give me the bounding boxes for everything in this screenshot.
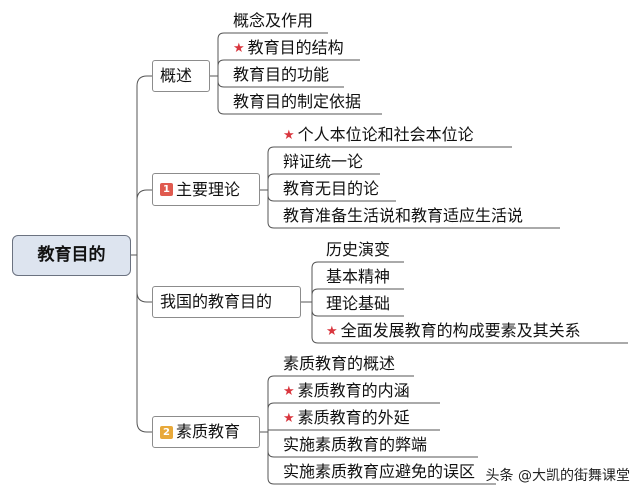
branch-2-leaf-0-underline xyxy=(311,261,404,269)
leaf-individual-social-theory[interactable]: ★个人本位论和社会本位论 xyxy=(283,125,474,144)
leaf-preparation-adaptation[interactable]: 教育准备生活说和教育适应生活说 xyxy=(283,206,524,225)
leaf-concept-and-role[interactable]: 概念及作用 xyxy=(233,11,314,30)
branch-node-overview[interactable]: 概述 xyxy=(152,60,210,92)
star-icon: ★ xyxy=(233,41,245,56)
trunk-to-branch-0 xyxy=(136,75,152,255)
branch-3-leaf-1-underline xyxy=(267,402,440,410)
branch-node-quality-education[interactable]: 2 素质教育 xyxy=(152,416,260,448)
branch-0-leaf-3-underline xyxy=(217,107,382,115)
priority-1-badge-icon: 1 xyxy=(160,183,173,196)
root-node[interactable]: 教育目的 xyxy=(12,235,131,276)
star-icon: ★ xyxy=(326,324,338,339)
branch-0-leaf-0-underline xyxy=(217,32,328,40)
leaf-basic-spirit[interactable]: 基本精神 xyxy=(326,267,391,286)
leaf-quality-pitfalls[interactable]: 实施素质教育应避免的误区 xyxy=(283,462,476,481)
star-icon: ★ xyxy=(283,411,295,426)
leaf-aim-function[interactable]: 教育目的功能 xyxy=(233,65,330,84)
watermark-text: 头条 @大凯的街舞课堂 xyxy=(485,468,630,484)
leaf-quality-connotation[interactable]: ★素质教育的内涵 xyxy=(283,381,410,400)
branch-1-leaf-0-underline xyxy=(267,146,512,154)
branch-3-leaf-4-underline xyxy=(267,477,496,485)
branch-label: 我国的教育目的 xyxy=(160,292,273,311)
leaf-aim-structure[interactable]: ★教育目的结构 xyxy=(233,38,344,57)
leaf-historical-evolution[interactable]: 历史演变 xyxy=(326,240,391,259)
leaf-quality-overview[interactable]: 素质教育的概述 xyxy=(283,354,396,373)
leaf-quality-drawbacks[interactable]: 实施素质教育的弊端 xyxy=(283,435,428,454)
leaf-dialectical-unity[interactable]: 辩证统一论 xyxy=(283,152,364,171)
branch-0-leaf-1-underline xyxy=(217,59,360,67)
branch-1-leaf-2-underline xyxy=(267,194,396,202)
branch-label: 主要理论 xyxy=(176,179,241,199)
star-icon: ★ xyxy=(283,128,295,143)
branch-2-leaf-2-underline xyxy=(311,309,404,317)
branch-1-leaf-1-underline xyxy=(267,173,380,181)
branch-2-leaf-1-underline xyxy=(311,288,404,296)
trunk-to-branch-3 xyxy=(136,255,152,433)
trunk-to-branch-2 xyxy=(136,255,152,303)
branch-3-leaf-3-underline xyxy=(267,450,478,458)
branch-label: 素质教育 xyxy=(176,422,241,441)
leaf-all-round-development[interactable]: ★全面发展教育的构成要素及其关系 xyxy=(326,321,581,340)
leaf-aim-basis[interactable]: 教育目的制定依据 xyxy=(233,92,362,111)
leaf-aimless-theory[interactable]: 教育无目的论 xyxy=(283,179,380,198)
leaf-theoretical-basis[interactable]: 理论基础 xyxy=(326,294,391,313)
branch-0-leaf-2-underline xyxy=(217,80,344,88)
branch-2-leaf-3-underline xyxy=(311,336,628,344)
priority-2-badge-icon: 2 xyxy=(160,425,173,439)
leaf-quality-extension[interactable]: ★素质教育的外延 xyxy=(283,408,410,427)
root-label: 教育目的 xyxy=(37,245,106,265)
branch-1-leaf-3-underline xyxy=(267,221,560,229)
trunk-to-branch-1 xyxy=(136,189,152,255)
star-icon: ★ xyxy=(283,384,295,399)
branch-node-main-theories[interactable]: 1 主要理论 xyxy=(152,173,260,206)
branch-node-national-aims[interactable]: 我国的教育目的 xyxy=(152,286,301,318)
branch-3-leaf-0-underline xyxy=(267,375,414,383)
branch-label: 概述 xyxy=(160,66,193,85)
